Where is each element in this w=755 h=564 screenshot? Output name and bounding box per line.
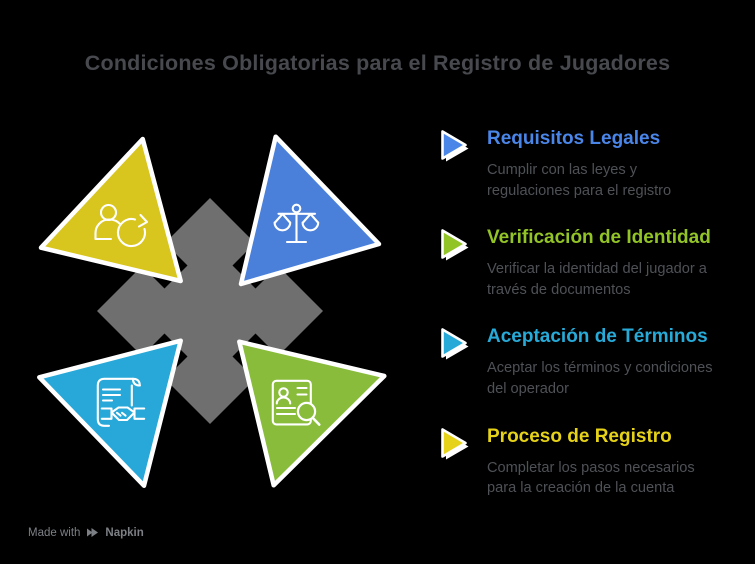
triangle-blue xyxy=(238,134,382,287)
item-title: Verificación de Identidad xyxy=(487,227,711,249)
center-cross-shape xyxy=(97,198,323,424)
item-body: Verificar la identidad del jugador a tra… xyxy=(487,261,707,298)
scales-icon xyxy=(273,203,320,244)
id-search-icon xyxy=(271,379,321,426)
item-title: Requisitos Legales xyxy=(487,128,661,149)
item-title: Proceso de Registro xyxy=(487,425,672,447)
list-item: Aceptación de Términos Aceptar los térmi… xyxy=(440,325,745,399)
list-item: Verificación de Identidad Verificar la i… xyxy=(440,226,745,300)
made-with-napkin[interactable]: Made with Napkin xyxy=(28,526,144,539)
arrow-triangle-icon xyxy=(441,229,469,261)
item-body: Cumplir con las leyes y regulaciones par… xyxy=(487,161,672,199)
list-item: Proceso de Registro Completar los pasos … xyxy=(440,425,745,499)
napkin-logo-icon xyxy=(87,528,99,537)
arrow-triangle-icon xyxy=(441,328,469,360)
triangle-cyan xyxy=(37,338,183,488)
contract-handshake-icon xyxy=(96,377,146,427)
item-body: Completar los pasos necesarios para la c… xyxy=(487,459,695,497)
item-title: Aceptación de Términos xyxy=(487,326,708,348)
triangle-yellow xyxy=(38,136,183,284)
made-with-label: Made with xyxy=(28,526,81,539)
triangle-green xyxy=(237,339,387,488)
list-item: Requisitos Legales Cumplir con las leyes… xyxy=(440,127,745,201)
page-title: Condiciones Obligatorias para el Registr… xyxy=(84,51,671,75)
user-refresh-icon xyxy=(94,203,149,248)
arrow-triangle-icon xyxy=(441,130,469,162)
feature-list: Requisitos Legales Cumplir con las leyes… xyxy=(440,127,745,524)
napkin-brand-label: Napkin xyxy=(105,526,144,539)
pinwheel-diagram xyxy=(37,134,387,488)
item-body: Aceptar los términos y condiciones del o… xyxy=(487,360,713,397)
arrow-triangle-icon xyxy=(441,427,469,460)
